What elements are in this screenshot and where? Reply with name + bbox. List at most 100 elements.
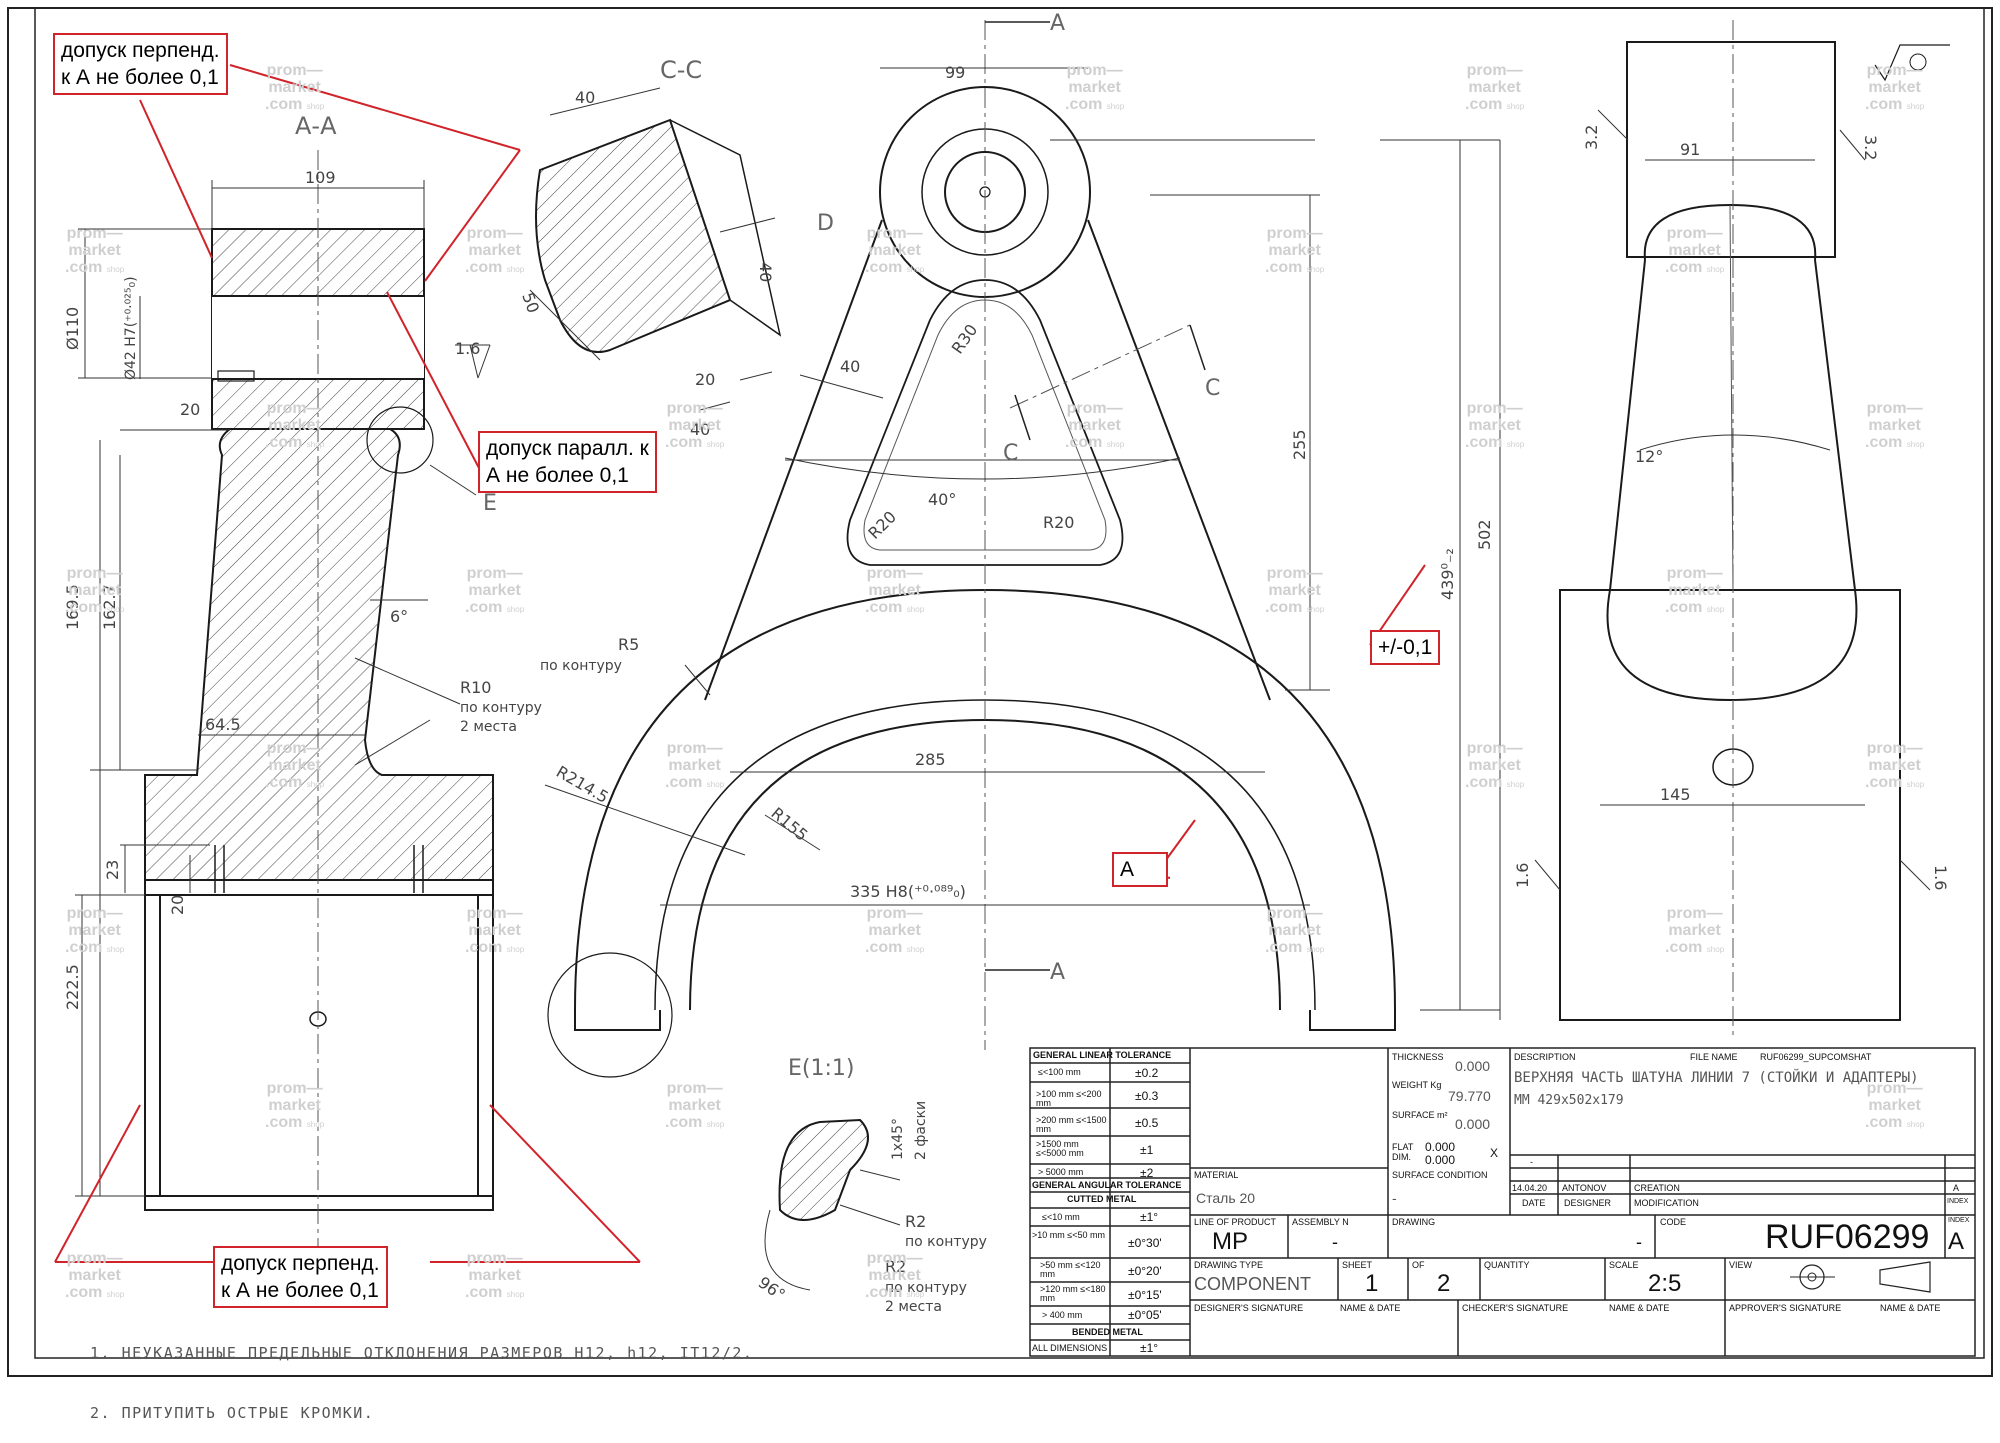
- section-a-top-marker: А: [1050, 11, 1065, 36]
- watermark: prom—market.com shop: [1665, 905, 1725, 956]
- dim-r10-sub2: 2 места: [460, 719, 517, 735]
- weight-value: 79.770: [1448, 1088, 1491, 1104]
- index-value: A: [1948, 1228, 1965, 1255]
- designer-label: DESIGNER: [1564, 1198, 1612, 1208]
- view-label: VIEW: [1729, 1260, 1753, 1270]
- assembly-value: -: [1332, 1232, 1338, 1252]
- dim-255: 255: [1290, 429, 1309, 460]
- description-line-2: ММ 429x502x179: [1514, 1093, 1624, 1108]
- watermark: prom—market.com shop: [265, 1080, 325, 1131]
- dim-e-r2b-sub2: 2 места: [885, 1299, 942, 1315]
- detail-e-label: Е(1:1): [788, 1056, 854, 1081]
- flat-value-1: 0.000: [1425, 1140, 1456, 1154]
- assembly-label: ASSEMBLY N: [1292, 1217, 1349, 1227]
- dim-40deg: 40°: [928, 490, 956, 509]
- watermark: prom—market.com shop: [1465, 400, 1525, 451]
- surface-value: 0.000: [1455, 1116, 1491, 1132]
- ang-value: ±0°05': [1128, 1308, 1162, 1322]
- dim-50-cc: 50: [518, 290, 543, 316]
- surface-cond-value: -: [1392, 1190, 1397, 1206]
- ang-range: ≤<10 mm: [1042, 1212, 1080, 1222]
- title-block-grid: [1029, 1047, 1976, 1357]
- dim-32b: 3.2: [1861, 135, 1880, 160]
- note-tolerance: +/-0,1: [1370, 630, 1441, 665]
- name-date-label-3: NAME & DATE: [1880, 1303, 1941, 1313]
- tol-range: > 5000 mm: [1038, 1167, 1084, 1177]
- scale-value: 2:5: [1648, 1270, 1682, 1297]
- watermark: prom—market.com shop: [1065, 400, 1125, 451]
- watermark: prom—market.com shop: [65, 225, 125, 276]
- dim-6deg: 6°: [390, 607, 408, 626]
- tol-value: ±0.2: [1135, 1066, 1159, 1080]
- dim-502: 502: [1475, 519, 1494, 550]
- dim-2225: 222.5: [63, 964, 82, 1010]
- dim-r155: R155: [767, 804, 811, 845]
- approver-signature-label: APPROVER'S SIGNATURE: [1729, 1303, 1842, 1313]
- section-c-left-marker: С: [1003, 441, 1018, 466]
- general-notes: 1. НЕУКАЗАННЫЕ ПРЕДЕЛЬНЫЕ ОТКЛОНЕНИЯ РАЗ…: [90, 1303, 753, 1443]
- dim-r5: R5: [618, 635, 639, 654]
- tol-value: ±1: [1140, 1143, 1154, 1157]
- dim-e-r2: R2: [905, 1212, 926, 1231]
- watermark: prom—market.com shop: [265, 62, 325, 113]
- note-perpendicular-top: допуск перпенд. к А не более 0,1: [53, 33, 228, 95]
- note-perpendicular-bottom: допуск перпенд. к А не более 0,1: [213, 1246, 388, 1308]
- tol-range: >200 mm ≤<1500 mm: [1036, 1115, 1107, 1134]
- bended-range: ALL DIMENSIONS: [1032, 1343, 1108, 1353]
- detail-d-marker: D: [817, 211, 834, 236]
- watermark: prom—market.com shop: [865, 905, 925, 956]
- watermark: prom—market.com shop: [265, 740, 325, 791]
- watermark: prom—market.com shop: [865, 565, 925, 616]
- code-label: CODE: [1660, 1217, 1687, 1227]
- description-label: DESCRIPTION: [1514, 1052, 1576, 1062]
- section-c-c-view: [529, 87, 782, 411]
- watermark: prom—market.com shop: [1465, 62, 1525, 113]
- dim-23: 23: [103, 860, 122, 880]
- tol-range: ≤<100 mm: [1038, 1067, 1081, 1077]
- side-view: [1534, 20, 1950, 1040]
- dim-145: 145: [1660, 785, 1691, 804]
- dim-645: 64.5: [205, 715, 241, 734]
- inner-border: [34, 7, 1985, 1359]
- dim-285: 285: [915, 750, 946, 769]
- scale-label: SCALE: [1609, 1260, 1639, 1270]
- dim-91: 91: [1680, 140, 1700, 159]
- checker-signature-label: CHECKER'S SIGNATURE: [1462, 1303, 1569, 1313]
- rev-index: A: [1953, 1183, 1960, 1193]
- watermark: prom—market.com shop: [665, 740, 725, 791]
- dim-110: Ø110: [63, 307, 82, 350]
- sheet-value: 1: [1365, 1270, 1379, 1297]
- line-product-value: MP: [1212, 1228, 1248, 1255]
- section-cc-label: С-С: [660, 56, 702, 84]
- watermark: prom—market.com shop: [1065, 62, 1125, 113]
- flat-value-2: 0.000: [1425, 1153, 1456, 1167]
- watermark: prom—market.com shop: [1265, 905, 1325, 956]
- watermark: prom—market.com shop: [1865, 62, 1925, 113]
- dim-99: 99: [945, 63, 965, 82]
- watermark: prom—market.com shop: [465, 905, 525, 956]
- section-a-bottom-marker: А: [1050, 960, 1065, 985]
- dim-40-arm: 40: [840, 357, 860, 376]
- rev-designer: ANTONOV: [1562, 1183, 1607, 1193]
- modification-label: MODIFICATION: [1634, 1198, 1699, 1208]
- watermark: prom—market.com shop: [1865, 1080, 1925, 1131]
- detail-e-marker: Е: [483, 491, 497, 516]
- watermark: prom—market.com shop: [465, 565, 525, 616]
- angular-tol-header: GENERAL ANGULAR TOLERANCE: [1032, 1180, 1182, 1190]
- watermark: prom—market.com shop: [1265, 565, 1325, 616]
- dim-439: 439⁰₋₂: [1438, 548, 1457, 600]
- section-aa-label: А-А: [295, 112, 337, 140]
- tol-range: >1500 mm ≤<5000 mm: [1036, 1139, 1084, 1158]
- watermark: prom—market.com shop: [65, 905, 125, 956]
- dim-1695: 169.5: [63, 584, 82, 630]
- dim-r10: R10: [460, 678, 491, 697]
- note-parallel: допуск паралл. к А не более 0,1: [478, 431, 657, 493]
- watermark: prom—market.com shop: [65, 565, 125, 616]
- drawing-type-label: DRAWING TYPE: [1194, 1260, 1264, 1270]
- thickness-label: THICKNESS: [1392, 1052, 1444, 1062]
- front-view: [544, 20, 1501, 1078]
- of-label: OF: [1412, 1260, 1425, 1270]
- dim-r2145: R214.5: [553, 762, 612, 807]
- material-value: Сталь 20: [1196, 1190, 1256, 1206]
- ang-value: ±0°15': [1128, 1288, 1162, 1302]
